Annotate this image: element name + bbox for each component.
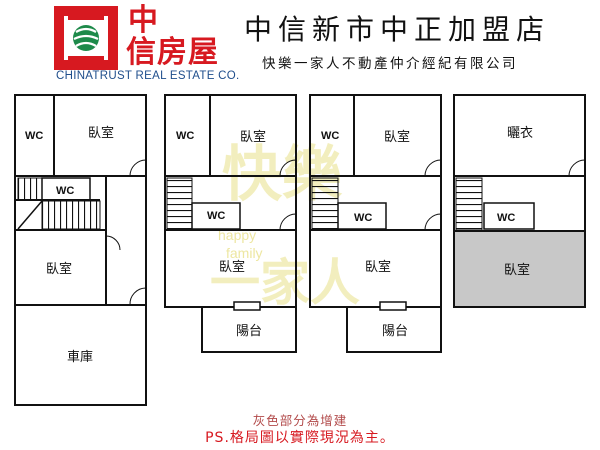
plan3-bedroom-top-label: 臥室: [384, 129, 410, 145]
watermark-en2: family: [226, 245, 263, 261]
plan4-bedroom-extra-label: 臥室: [504, 262, 530, 278]
plan4-drying-label: 曬衣: [507, 125, 533, 141]
brand-logo: [54, 6, 118, 70]
brand-name-en: CHINATRUST REAL ESTATE CO.: [56, 70, 240, 82]
plan1-garage-label: 車庫: [67, 350, 93, 365]
plan3-wc2-label: WC: [354, 212, 372, 224]
plan2-bedroom-main-label: 臥室: [219, 259, 245, 275]
floor-plan-1: [14, 94, 147, 406]
plan1-bedroom-mid-label: 臥室: [46, 261, 72, 277]
plan2-balcony-label: 陽台: [236, 324, 262, 339]
plan2-wc-label: WC: [176, 130, 194, 142]
ps-note: PS.格局圖以實際現況為主。: [205, 430, 395, 446]
plan2-bedroom-top-label: 臥室: [240, 129, 266, 145]
plan3-wc-label: WC: [321, 130, 339, 142]
gray-area-note: 灰色部分為增建: [252, 413, 348, 428]
plan1-wc-label: WC: [25, 130, 43, 142]
plan3-balcony-label: 陽台: [382, 324, 408, 339]
floor-plan-4: [453, 94, 586, 308]
brand-name-zh: 中 信房屋: [126, 6, 219, 68]
plan3-bedroom-main-label: 臥室: [365, 259, 391, 275]
company-name: 快樂一家人不動產仲介經紀有限公司: [262, 56, 518, 72]
plan1-bedroom-top-label: 臥室: [88, 125, 114, 141]
floor-plan-3: [309, 94, 442, 353]
plan2-wc2-label: WC: [207, 210, 225, 222]
plan1-wc2-label: WC: [56, 185, 74, 197]
brand-name-line2: 信房屋: [126, 35, 219, 70]
store-name: 中信新市中正加盟店: [244, 13, 551, 46]
plan4-wc-label: WC: [497, 212, 515, 224]
brand-name-line1: 中: [128, 3, 158, 38]
extension-area: [454, 231, 585, 307]
floor-plan-2: [164, 94, 297, 353]
